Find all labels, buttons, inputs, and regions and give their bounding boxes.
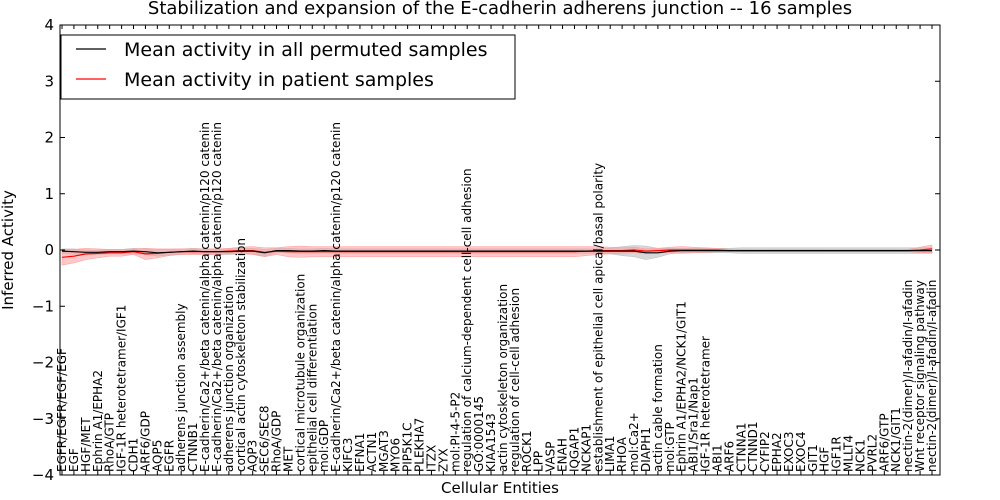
entity-label: PLEKHA7 — [413, 418, 427, 472]
entity-label: SEC6/SEC8 — [258, 406, 272, 472]
entity-label: MLLT4 — [842, 435, 856, 472]
entity-label: ACTN1 — [365, 432, 379, 472]
entity-label: VASP — [544, 441, 558, 472]
entity-label: AQP3 — [246, 440, 260, 472]
entity-label: CYFIP2 — [758, 431, 772, 472]
y-tick-label: 1 — [44, 185, 54, 203]
entity-label: EFNA1 — [353, 433, 367, 472]
entity-label: DIAPH1 — [639, 427, 653, 472]
entity-label: NCKAP1 — [579, 424, 593, 472]
entity-label: actin cytoskeleton organization — [496, 284, 510, 472]
entity-label: ZYX — [436, 448, 450, 472]
entity-label: RHOA — [615, 436, 629, 472]
entity-label: EGFR — [162, 440, 176, 472]
entity-label: ITZX — [425, 445, 439, 472]
entity-label: LPP — [532, 451, 546, 472]
entity-label: EGFR/EGFR/EGF/EGF — [55, 348, 69, 472]
legend: Mean activity in all permuted samples Me… — [60, 34, 516, 100]
entity-label: PIP5K1C — [401, 422, 415, 472]
line-series-0 — [61, 249, 932, 254]
entity-label: E-cadherin/Ca2+/beta catenin/alpha caten… — [210, 122, 224, 472]
entity-label: mol:Ca2+ — [627, 412, 641, 472]
entity-label: IGF1R — [830, 436, 844, 472]
x-axis-title: Cellular Entities — [441, 479, 559, 497]
entity-label: NCK1 — [854, 439, 868, 472]
entity-label: regulation of cell-cell adhesion — [508, 288, 522, 472]
legend-label-permuted: Mean activity in all permuted samples — [124, 39, 487, 61]
entity-label: HGF/MET — [79, 417, 93, 472]
entity-label: ABI1/Sra1/Nap1 — [687, 377, 701, 472]
entity-label: RhoA/GDP — [270, 411, 284, 472]
entity-label: KIAA1543 — [484, 413, 498, 472]
y-tick-label: 3 — [44, 72, 54, 90]
entity-label: ABI1 — [711, 444, 725, 472]
entity-label: E-cadherin/Ca2+/beta catenin/alpha caten… — [329, 122, 343, 472]
y-tick-label: 0 — [44, 241, 54, 259]
entity-label: ARF6/GTP — [877, 413, 891, 472]
y-tick-label: −1 — [32, 297, 54, 315]
entity-label: ARF6 — [722, 441, 736, 472]
entity-label: Ephrin A1/EPHA2 — [91, 370, 105, 472]
series-lines — [61, 248, 933, 258]
entity-label: LIMA1 — [603, 436, 617, 472]
entity-label: CDH1 — [127, 438, 141, 472]
entity-label: CTNND1 — [746, 421, 760, 472]
entity-label: EPHA2 — [770, 432, 784, 472]
entity-label: cortical actin cytoskeleton stabilizatio… — [234, 238, 248, 472]
y-tick-label: −2 — [32, 354, 54, 372]
entity-label: GIT1 — [806, 444, 820, 472]
entity-label: RhoA/GTP — [103, 413, 117, 472]
entity-label: CTNNA1 — [734, 422, 748, 472]
entity-label: regulation of calcium-dependent cell-cel… — [460, 168, 474, 472]
entity-label: KIFC3 — [341, 438, 355, 472]
entity-label: EXOC4 — [794, 431, 808, 472]
entity-label: cortical microtubule organization — [293, 274, 307, 472]
entity-label: mol:PI-4-5-P2 — [448, 392, 462, 472]
y-axis-title: Inferred Activity — [0, 190, 17, 310]
legend-label-patient: Mean activity in patient samples — [124, 69, 434, 91]
entity-label: ROCK1 — [520, 430, 534, 472]
entity-label: AQP5 — [150, 440, 164, 472]
confidence-bands — [61, 244, 933, 266]
entity-label: establishment of epithelial cell apical/… — [591, 163, 605, 472]
entity-label: MGAT3 — [377, 430, 391, 472]
entity-label: MYO6 — [389, 438, 403, 472]
entity-label: Wnt receptor signaling pathway — [913, 280, 927, 472]
entity-label: IQGAP1 — [568, 427, 582, 472]
entity-label: epithelial cell differentiation — [305, 304, 319, 472]
entity-label: E-cadherin/Ca2+/beta catenin/alpha caten… — [198, 122, 212, 472]
entity-label: PVRL2 — [865, 434, 879, 472]
entity-label: NCK1/GIT1 — [889, 407, 903, 472]
x-axis-ticks — [61, 25, 933, 475]
entity-label: MET — [281, 446, 295, 472]
y-tick-label: −4 — [32, 466, 54, 484]
entity-label: mol:GTP — [663, 422, 677, 472]
entity-label: IGF-1R heterotetramer — [699, 336, 713, 472]
entity-label: actin cable formation — [651, 344, 665, 472]
entity-label: GO:0000145 — [472, 396, 486, 472]
entity-label: nectin-2(dimer)/I-afadin/I-afadin — [901, 280, 915, 472]
entity-label: CTNNB1 — [186, 422, 200, 472]
y-tick-label: 2 — [44, 129, 54, 147]
legend-box — [60, 34, 516, 100]
entity-label: ARF6/GDP — [138, 411, 152, 472]
entity-label: nectin-2(dimer)/I-afadin/I-afadin — [925, 280, 939, 472]
entity-label: HGF — [818, 447, 832, 472]
y-tick-label: 4 — [44, 16, 54, 34]
entity-label: ENAH — [556, 438, 570, 472]
chart-title: Stabilization and expansion of the E-cad… — [148, 0, 852, 19]
entity-label: adherens junction organization — [222, 286, 236, 472]
entity-label: mol:GDP — [317, 420, 331, 472]
y-tick-label: −3 — [32, 410, 54, 428]
entity-label: EXOC3 — [782, 432, 796, 473]
entity-label: IGF-1R heterotetramer/IGF1 — [115, 305, 129, 472]
entity-label: Ephrin A1/EPHA2/NCK1/GIT1 — [675, 301, 689, 472]
entity-label: EGF — [67, 448, 81, 472]
entity-label: adherens junction assembly — [174, 303, 188, 472]
